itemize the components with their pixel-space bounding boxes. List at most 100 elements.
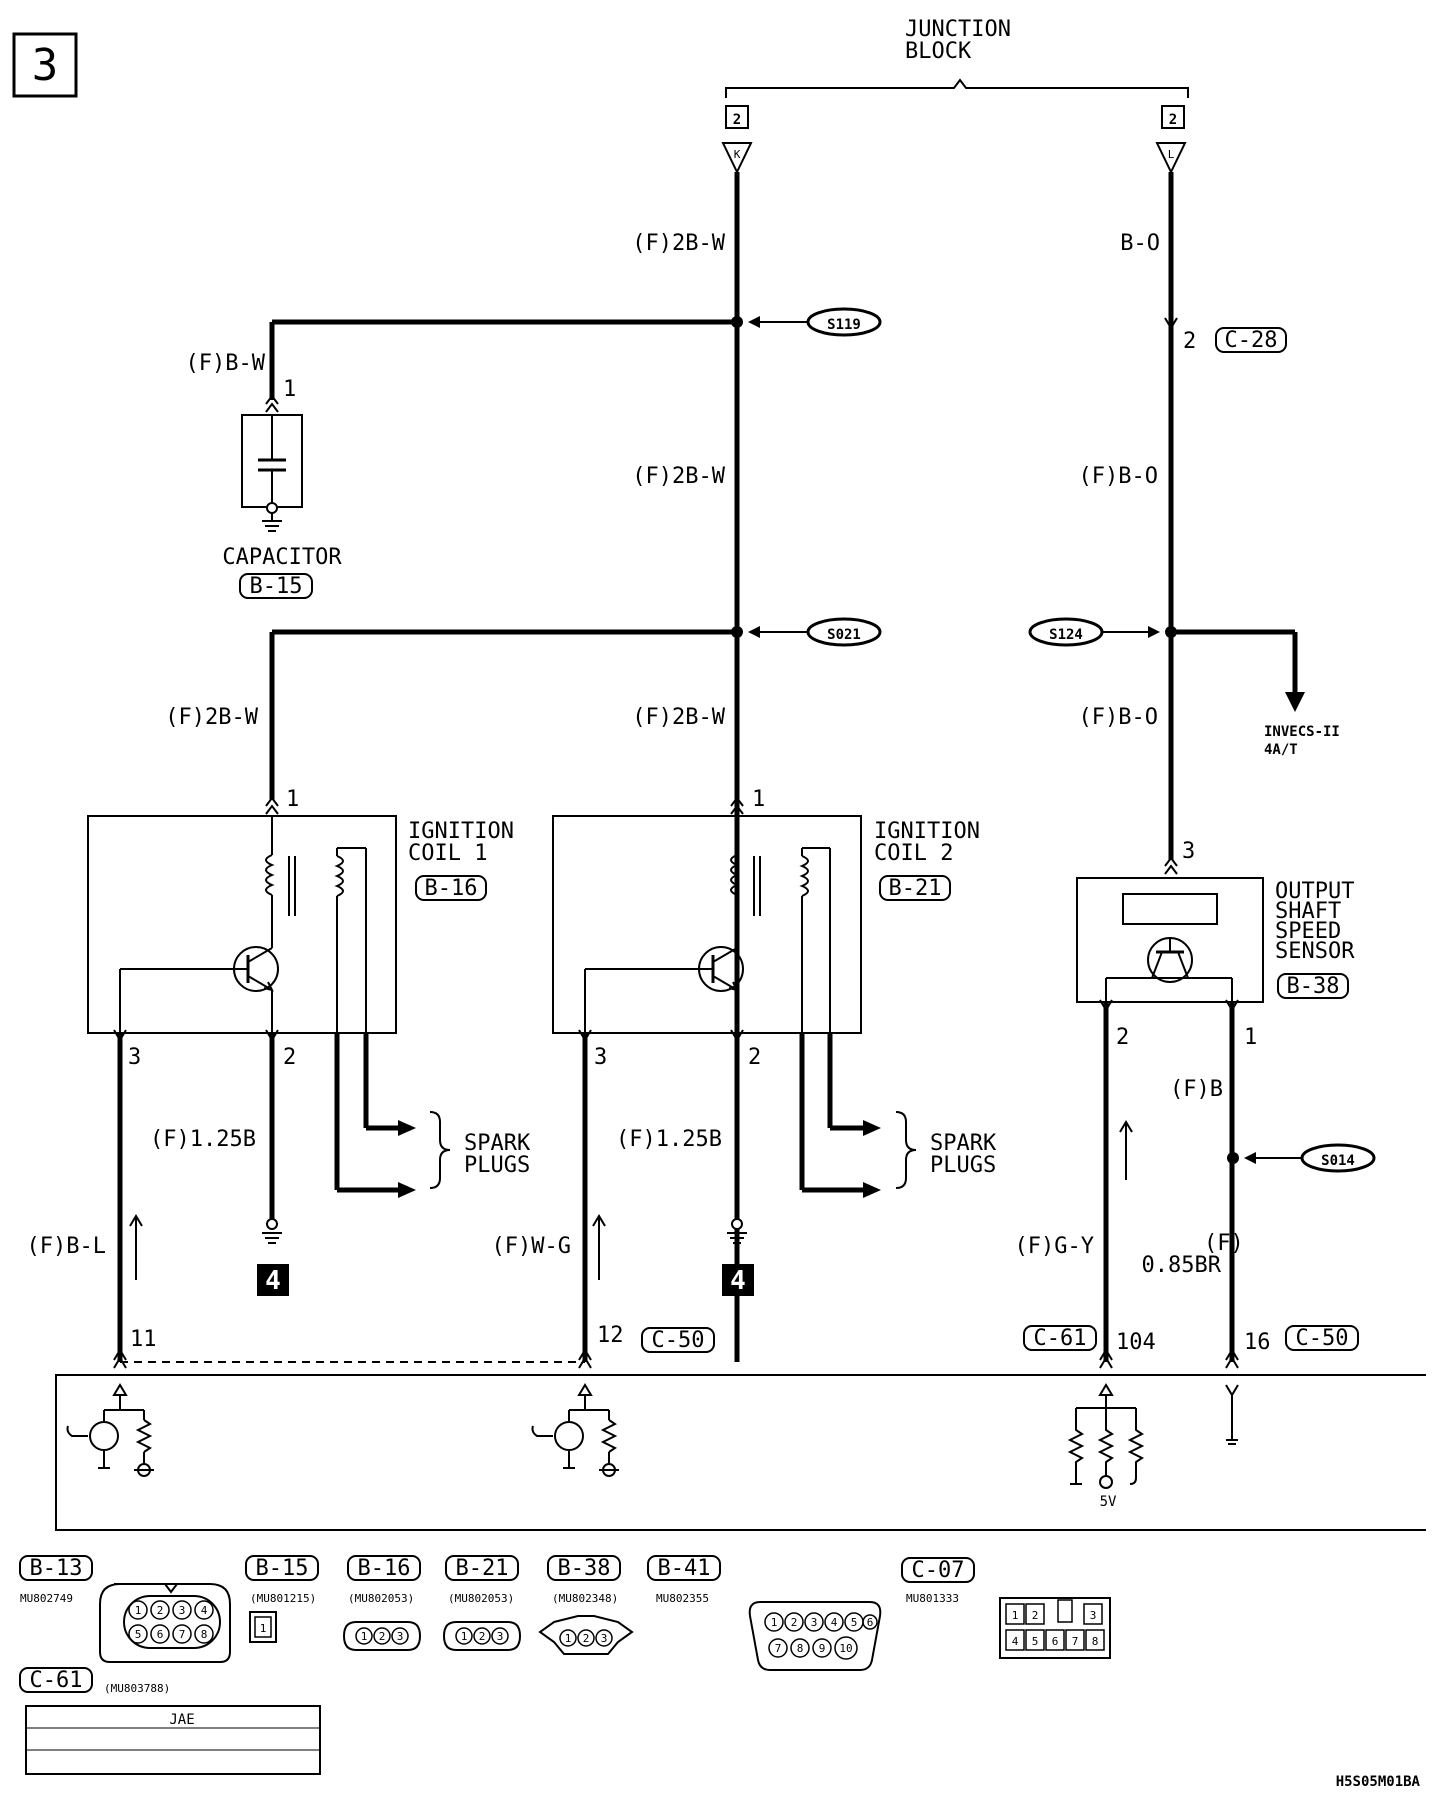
- connector-c28: C-28: [1225, 328, 1278, 353]
- terminal-l-label: L: [1168, 148, 1175, 161]
- junction-block-label-2: BLOCK: [905, 39, 972, 64]
- junction-block: JUNCTION BLOCK 2 2 K L: [721, 17, 1189, 175]
- legend-b38: B-38: [558, 1556, 611, 1581]
- svg-text:1: 1: [461, 1630, 468, 1643]
- main-wiring: [269, 172, 1298, 1362]
- legend-b38-part: (MU802348): [552, 1592, 618, 1605]
- legend-b15: B-15: [256, 1556, 309, 1581]
- invecs-arrow: [1285, 692, 1305, 712]
- wire-sensor-gnd-top: (F)B: [1170, 1077, 1223, 1102]
- legend-b41: B-41: [658, 1556, 711, 1581]
- wire-sensor-feed: (F)B-O: [1079, 705, 1158, 730]
- svg-text:3: 3: [397, 1630, 404, 1643]
- wire-sensor-gnd-bottom-1: (F): [1204, 1231, 1244, 1256]
- svg-text:5: 5: [851, 1616, 858, 1629]
- ecu-box: 5V: [55, 1374, 1426, 1531]
- connector-c50-b: C-50: [1296, 1326, 1349, 1351]
- pin-coil1-3: 3: [128, 1045, 141, 1070]
- spark-plugs-1-label-1: SPARK: [464, 1131, 531, 1156]
- pin-coil1-2: 2: [283, 1045, 296, 1070]
- pin-coil1-1: 1: [286, 787, 299, 812]
- invecs-label-1: INVECS-II: [1264, 724, 1340, 740]
- footer-code: H5S05M01BA: [1336, 1774, 1421, 1790]
- connector-c61: C-61: [1034, 1326, 1087, 1351]
- svg-text:7: 7: [1072, 1635, 1079, 1648]
- connector-b21: B-21: [889, 876, 942, 901]
- splice-s124-label: S124: [1049, 627, 1083, 643]
- svg-text:2: 2: [157, 1604, 164, 1617]
- ignition-coil-2: 1 IGNITION COIL 2 B-21: [552, 787, 980, 1034]
- svg-text:8: 8: [797, 1642, 804, 1655]
- terminal-l: [1155, 142, 1187, 175]
- legend-c07-part: MU801333: [906, 1592, 959, 1605]
- wire-k-top: (F)2B-W: [632, 231, 725, 256]
- svg-text:9: 9: [819, 1642, 826, 1655]
- page-number-box: 3: [12, 32, 78, 98]
- svg-text:2: 2: [583, 1632, 590, 1645]
- pin-sensor-3: 3: [1182, 839, 1195, 864]
- svg-text:1: 1: [1012, 1609, 1019, 1622]
- wire-l-mid: (F)B-O: [1079, 464, 1158, 489]
- svg-text:10: 10: [839, 1642, 852, 1655]
- sensor-outputs: [1103, 1003, 1235, 1362]
- svg-text:8: 8: [1092, 1635, 1099, 1648]
- legend-b21: B-21: [456, 1556, 509, 1581]
- svg-text:5: 5: [1032, 1635, 1039, 1648]
- pin-coil2-3: 3: [594, 1045, 607, 1070]
- svg-text:7: 7: [775, 1642, 782, 1655]
- wire-coil1-sig: (F)B-L: [27, 1234, 106, 1259]
- svg-text:3: 3: [1090, 1609, 1097, 1622]
- sensor-label-4: SENSOR: [1275, 939, 1355, 964]
- splice-s014: S014: [1244, 1143, 1376, 1173]
- svg-text:3: 3: [497, 1630, 504, 1643]
- sensor-label-1: OUTPUT: [1275, 879, 1354, 904]
- coil1-label-1: IGNITION: [408, 819, 514, 844]
- legend-c61-jae: JAE: [169, 1712, 194, 1728]
- pin-ecu-12: 12: [597, 1323, 624, 1348]
- connector-b15: B-15: [250, 574, 303, 599]
- svg-text:1: 1: [135, 1604, 142, 1617]
- pin-coil2-2: 2: [748, 1045, 761, 1070]
- wire-coil1-gnd: (F)1.25B: [150, 1127, 256, 1152]
- pin-coil2-1: 1: [752, 787, 765, 812]
- sensor-label-2: SHAFT: [1275, 899, 1341, 924]
- svg-text:4: 4: [1012, 1635, 1019, 1648]
- capacitor-label: CAPACITOR: [222, 545, 342, 570]
- splice-s119: S119: [748, 307, 882, 337]
- wire-cap-feed: (F)B-W: [186, 351, 266, 376]
- coil-outputs: [117, 1033, 863, 1362]
- ground-ref-2: 4: [730, 1266, 746, 1296]
- terminal-k: [721, 142, 753, 175]
- spark-plugs-1-label-2: PLUGS: [464, 1153, 530, 1178]
- wire-k-mid: (F)2B-W: [632, 464, 725, 489]
- legend-b13: B-13: [30, 1556, 83, 1581]
- wire-coil1-feed: (F)2B-W: [165, 705, 258, 730]
- legend-b16: B-16: [358, 1556, 411, 1581]
- connector-b16: B-16: [425, 876, 478, 901]
- svg-text:8: 8: [201, 1628, 208, 1641]
- svg-text:2: 2: [1032, 1609, 1039, 1622]
- junction-pin-box-left: [725, 105, 749, 129]
- svg-text:3: 3: [179, 1604, 186, 1617]
- pin-sensor-1: 1: [1244, 1025, 1257, 1050]
- svg-text:1: 1: [260, 1622, 267, 1635]
- legend-b13-part: MU802749: [20, 1592, 73, 1605]
- coil2-label-2: COIL 2: [874, 841, 953, 866]
- wire-coil2-feed: (F)2B-W: [632, 705, 725, 730]
- output-shaft-speed-sensor: 3 OUTPUT SHAFT SPEED SENSOR B-38: [1076, 839, 1355, 1003]
- pin-ecu-11: 11: [130, 1327, 157, 1352]
- spark-plugs-2-label-2: PLUGS: [930, 1153, 996, 1178]
- wire-l-top: B-O: [1120, 231, 1160, 256]
- wire-sensor-gnd-bottom-2: 0.85BR: [1142, 1253, 1222, 1278]
- svg-text:3: 3: [811, 1616, 818, 1629]
- legend-c61: C-61: [30, 1668, 83, 1693]
- svg-text:1: 1: [565, 1632, 572, 1645]
- ground-coil1: 4: [257, 1218, 289, 1296]
- splice-s014-label: S014: [1321, 1153, 1355, 1169]
- splice-s119-label: S119: [827, 317, 861, 333]
- ignition-coil-1: 1 IGNITION COIL 1 B-16: [87, 787, 514, 1034]
- svg-text:7: 7: [179, 1628, 186, 1641]
- pin-sensor-2: 2: [1116, 1025, 1129, 1050]
